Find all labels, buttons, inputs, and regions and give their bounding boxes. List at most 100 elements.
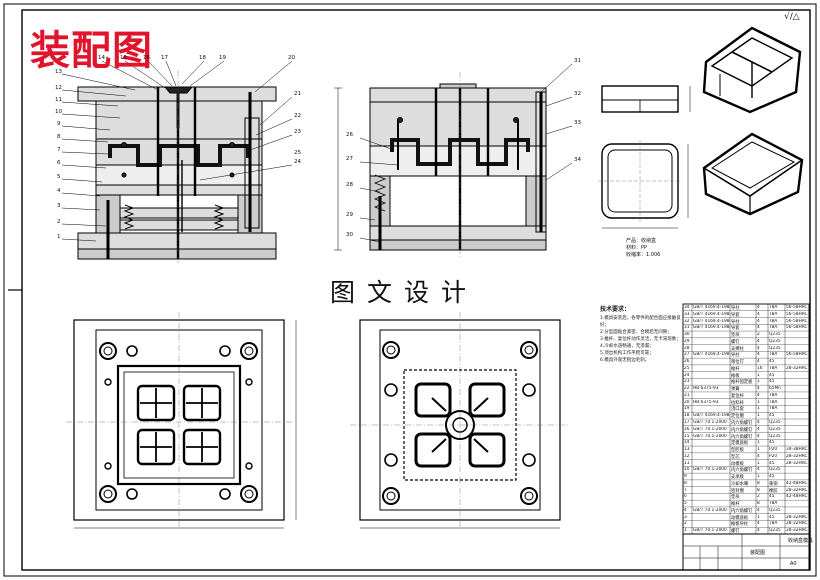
bom-cell-mat: 45 <box>769 474 775 480</box>
bom-cell-mat: 45 <box>769 359 775 365</box>
bom-cell-note: 56-58HRC <box>786 305 808 310</box>
bom-cell-code: GB/T 70.1-2000 <box>693 433 727 439</box>
callout-number: 26 <box>346 132 353 138</box>
bom-cell-qty: 1 <box>757 460 760 466</box>
bom-cell-name: 浇口套 <box>731 407 744 413</box>
bom-cell-name: 推杆 <box>731 366 740 372</box>
bom-cell-no: 14 <box>684 440 690 446</box>
bom-cell-name: 导柱 <box>731 319 740 325</box>
bom-cell-mat: Q235 <box>769 433 781 439</box>
bom-cell-name: 推板 <box>731 373 740 379</box>
bom-cell-mat: Q235 <box>769 467 781 473</box>
tech-line: 4.冷却水道畅通，无渗漏； <box>600 344 654 349</box>
callout-number: 9 <box>57 121 61 127</box>
bom-cell-note: 56-58HRC <box>786 311 808 317</box>
bom-cell-qty: 1 <box>757 474 760 480</box>
bom-cell-mat: T8A <box>769 365 778 371</box>
callout-number: 22 <box>294 113 301 119</box>
bom-cell-name: 推板导柱 <box>731 522 749 528</box>
callout-number: 31 <box>574 58 581 64</box>
bom-cell-no: 19 <box>684 406 690 412</box>
bom-cell-name: 螺钉 <box>731 529 740 535</box>
bom-cell-name: 内六角螺钉 <box>731 468 753 474</box>
bom-cell-name: 推杆 <box>731 502 740 508</box>
callout-number: 30 <box>346 232 353 238</box>
bom-cell-no: 5 <box>684 501 687 507</box>
bom-cell-mat: 45 <box>769 372 775 378</box>
bom-cell-qty: 4 <box>757 521 760 527</box>
bom-cell-name: 导柱 <box>731 353 740 359</box>
bom-cell-mat: T8A <box>769 311 778 317</box>
bom-cell-qty: 4 <box>757 453 760 459</box>
tech-line: 6.模具外观无锐边毛刺。 <box>600 358 650 363</box>
bom-cell-no: 27 <box>684 352 690 358</box>
bom-cell-qty: 4 <box>757 305 760 310</box>
product-shrinkage: 收缩率：1.006 <box>626 252 661 258</box>
bom-cell-mat: T8A <box>769 352 778 358</box>
bom-cell-no: 25 <box>684 365 690 371</box>
bom-cell-mat: T8A <box>769 318 778 324</box>
callout-number: 6 <box>57 160 61 166</box>
bom-cell-qty: 4 <box>757 352 760 358</box>
bom-cell-qty: 4 <box>757 507 760 513</box>
bom-cell-name: 型芯 <box>731 454 740 460</box>
bom-cell-qty: 4 <box>757 392 760 398</box>
bom-cell-qty: 8 <box>757 501 760 507</box>
studio-watermark-title: 图文设计 <box>330 278 479 307</box>
bom-cell-note: 28-32HRC <box>786 460 808 466</box>
bom-cell-mat: T8A <box>769 325 778 331</box>
bom-cell-mat: T8A <box>769 501 778 507</box>
bom-cell-no: 9 <box>684 474 687 480</box>
bom-cell-note: 28-32HRC <box>786 487 808 493</box>
bom-cell-qty: 4 <box>757 386 760 392</box>
bom-cell-qty: 2 <box>757 494 760 500</box>
bom-cell-mat: 45 <box>769 413 775 419</box>
callout-number: 13 <box>55 69 62 75</box>
bom-cell-name: 动模座板 <box>731 515 749 521</box>
bom-cell-no: 21 <box>684 392 690 398</box>
bom-cell-qty: 4 <box>757 345 760 351</box>
bom-cell-mat: Q235 <box>769 528 781 534</box>
callout-number: 32 <box>574 91 581 97</box>
bom-cell-mat: 45 <box>769 379 775 385</box>
bom-cell-name: 导套 <box>731 326 740 332</box>
bom-cell-note: 28-32HRC <box>786 514 808 520</box>
bom-cell-note: 42-48HRC <box>786 494 808 500</box>
callout-number: 16 <box>143 55 150 61</box>
bom-cell-mat: 45 <box>769 514 775 520</box>
bom-cell-no: 33 <box>684 311 690 317</box>
bom-cell-name: 内六角螺钉 <box>731 421 753 426</box>
bom-cell-name: 垫块 <box>731 495 740 501</box>
bom-cell-no: 4 <box>684 507 687 513</box>
bom-cell-qty: 4 <box>757 311 760 317</box>
bom-cell-qty: 1 <box>757 447 760 453</box>
bom-cell-code: HB 6375-93 <box>693 399 719 405</box>
callout-number: 2 <box>57 219 61 225</box>
bom-cell-code: GB/T 70.1-2000 <box>693 467 727 473</box>
tech-line: 2.分型面贴合紧密，合模后无间隙； <box>600 330 672 335</box>
callout-number: 8 <box>57 134 61 140</box>
bom-cell-qty: 1 <box>757 440 760 446</box>
bom-cell-mat: P20 <box>769 453 778 459</box>
bom-cell-note: 56-58HRC <box>786 325 808 331</box>
bom-cell-name: 支承板 <box>731 475 744 481</box>
bom-cell-name: 支撑柱 <box>731 346 744 352</box>
bom-cell-qty: 8 <box>757 487 760 493</box>
bom-cell-no: 18 <box>684 413 690 419</box>
product-material: 材料：PP <box>626 245 648 251</box>
bom-cell-note: 56-58HRC <box>786 352 808 358</box>
callout-number: 21 <box>294 91 301 97</box>
bom-row: 9 支承板 1 45 <box>683 473 809 480</box>
callout-number: 1 <box>57 234 61 240</box>
bom-cell-no: 31 <box>684 325 690 331</box>
bom-cell-code: GB/T 4169.4-1984 <box>693 305 730 310</box>
